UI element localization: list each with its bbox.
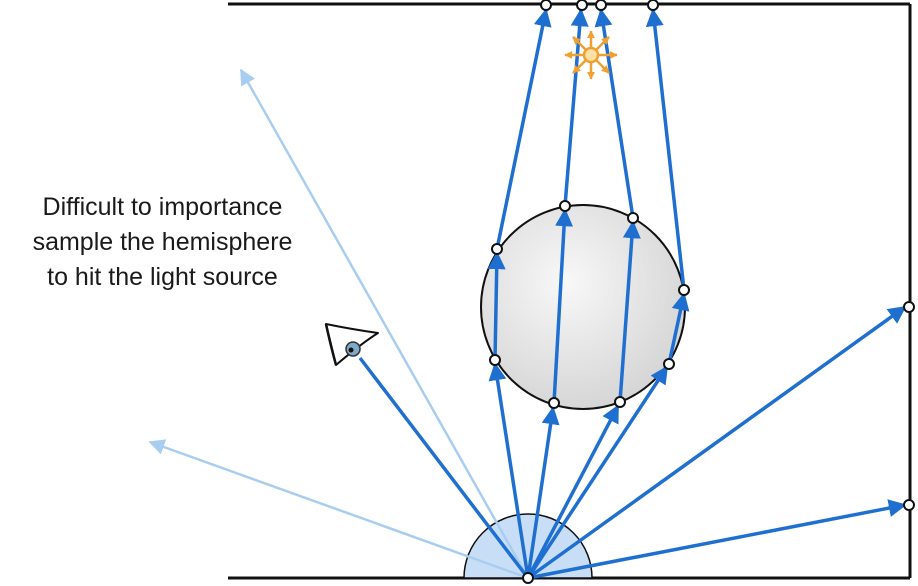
hit-point: [614, 396, 626, 408]
ray-to-sphere: [488, 362, 530, 579]
exit-ray: [645, 8, 686, 291]
hit-point: [540, 0, 552, 11]
ray-to-sphere: [526, 365, 669, 579]
hit-point: [903, 301, 915, 313]
ray-to-sphere: [526, 406, 560, 579]
hit-points: [489, 0, 915, 584]
hit-point: [559, 200, 571, 212]
exit-ray: [563, 8, 589, 207]
hit-point: [548, 397, 560, 409]
inner-ray: [618, 220, 641, 403]
inner-ray: [552, 208, 574, 404]
light-source-icon: [564, 30, 618, 80]
hit-point: [678, 284, 690, 296]
hit-point: [627, 212, 639, 224]
hemisphere-sampling-caption: Difficult to importance sample the hemis…: [0, 190, 325, 295]
ray-to-wall: [527, 499, 907, 580]
sample-rays: [358, 305, 907, 580]
hit-point: [576, 0, 588, 11]
hit-point: [663, 358, 675, 370]
faint-ray: [148, 439, 529, 580]
hit-point: [647, 0, 659, 11]
caption-line: to hit the light source: [47, 263, 278, 291]
ray-to-wall: [526, 305, 907, 580]
sphere: [480, 204, 686, 410]
ray-to-eye: [358, 356, 530, 580]
shading-point: [522, 572, 534, 584]
inner-ray: [487, 251, 506, 361]
faint-ray: [239, 68, 530, 579]
exit-ray: [495, 8, 552, 250]
eye-icon: [324, 323, 379, 366]
hit-point: [489, 354, 501, 366]
hit-point: [903, 499, 915, 511]
ray-to-sphere: [526, 404, 620, 579]
refracted-rays: [487, 208, 690, 404]
caption-line: Difficult to importance: [42, 193, 283, 221]
inner-ray: [667, 292, 690, 365]
faint-rays: [148, 68, 530, 580]
hit-point: [491, 243, 503, 255]
hit-point: [595, 0, 607, 11]
caption-line: sample the hemisphere: [32, 228, 293, 256]
